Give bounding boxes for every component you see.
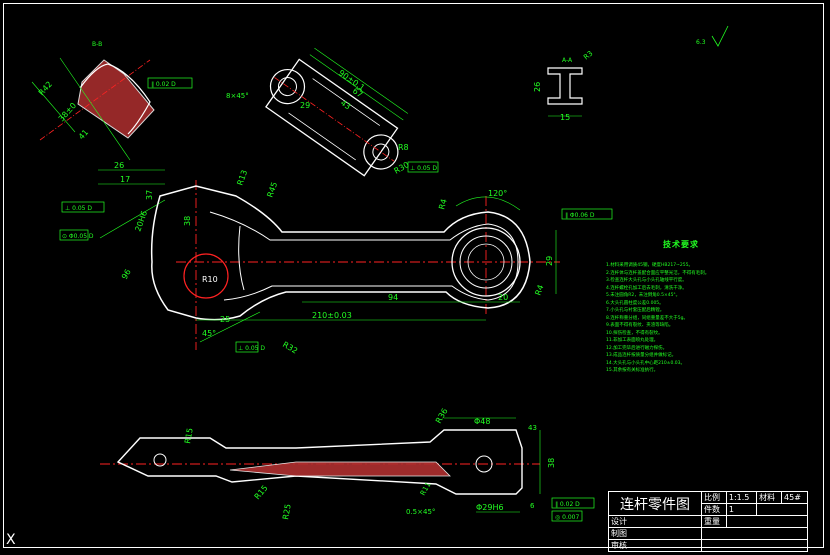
dim-17: 17 bbox=[120, 175, 130, 184]
dim-29b: 29 bbox=[300, 101, 310, 110]
quantity-value: 1 bbox=[725, 503, 758, 516]
section-label-a-a: A-A bbox=[562, 57, 573, 64]
dim-120deg: 120° bbox=[488, 189, 507, 198]
note-line: 13.成品连杆按质量分组并做标记。 bbox=[606, 353, 677, 358]
svg-text:6.3: 6.3 bbox=[696, 39, 706, 46]
material-label: 材料 bbox=[756, 491, 783, 504]
dim-45deg: 45° bbox=[202, 329, 216, 338]
note-line: 8.连杆称重分组，同组重量差不大于5g。 bbox=[606, 315, 689, 321]
dim-29: 29 bbox=[545, 256, 554, 266]
title-block: 连杆零件图 比例 1:1.5 材料 45# 件数 1 设计 重量 制图 审核 bbox=[608, 491, 809, 552]
svg-text:∥ 0.02 D: ∥ 0.02 D bbox=[555, 501, 580, 508]
dim-r4: R4 bbox=[533, 284, 545, 297]
note-line: 4.连杆螺栓孔加工后去毛刺，清洗干净。 bbox=[606, 285, 687, 291]
material-value: 45# bbox=[781, 491, 808, 504]
tolerance-frame-1: ∥ 0.02 D bbox=[147, 77, 193, 89]
note-line: 14.大头孔与小头孔中心距210±0.03。 bbox=[606, 360, 686, 366]
tolerance-frame-3: ⊙ Φ0.05 D bbox=[59, 229, 94, 241]
dim-r25: R25 bbox=[281, 503, 293, 520]
drawing-name: 连杆零件图 bbox=[608, 491, 702, 516]
dim-94: 94 bbox=[388, 293, 398, 302]
dim-r10: R10 bbox=[202, 275, 218, 284]
dim-6: 6 bbox=[530, 502, 535, 510]
ucs-icon: X bbox=[6, 532, 16, 548]
dim-15: 15 bbox=[560, 113, 570, 122]
note-line: 9.表面不得有裂纹、夹渣等缺陷。 bbox=[606, 323, 674, 328]
dim-r8: R8 bbox=[398, 143, 409, 152]
note-line: 6.大头孔圆柱度公差0.005。 bbox=[606, 300, 664, 306]
dim-38-left: 38 bbox=[183, 216, 192, 226]
note-line: 5.未注圆角R2，未注倒角0.5×45°。 bbox=[606, 293, 681, 298]
section-label-b-b: B-B bbox=[92, 41, 102, 48]
svg-text:⊥ 0.05 D: ⊥ 0.05 D bbox=[410, 165, 437, 172]
technical-requirements: 1.材料采用调质45钢，硬度HB217~255。 2.连杆体与连杆盖配合面应平整光… bbox=[606, 262, 796, 375]
dim-38-side: 38 bbox=[547, 458, 556, 468]
note-line: 2.连杆体与连杆盖配合面应平整光洁，不得有毛刺。 bbox=[606, 270, 710, 276]
dim-26: 26 bbox=[114, 161, 124, 170]
dim-25: 25 bbox=[220, 315, 230, 324]
dim-20: 20 bbox=[498, 293, 508, 302]
tolerance-frame-5: ⊥ 0.05 D bbox=[235, 341, 265, 353]
svg-text:⊙ Φ0.05 D: ⊙ Φ0.05 D bbox=[62, 233, 94, 240]
svg-text:∥ Φ0.06 D: ∥ Φ0.06 D bbox=[565, 212, 595, 219]
tolerance-frame-8: ◎ 0.007 bbox=[551, 510, 583, 522]
technical-requirements-title: 技术要求 bbox=[663, 240, 699, 249]
dim-r4-top: R4 bbox=[437, 198, 448, 211]
dim-d48: Φ48 bbox=[474, 417, 490, 426]
inclined-view: 90±0.1 67 43 29 R8 R30 8×45° ⊥ 0.05 D bbox=[226, 47, 439, 177]
quantity-label: 件数 bbox=[701, 503, 727, 516]
tolerance-frame-2: ⊥ 0.05 D bbox=[61, 201, 105, 213]
note-line: 1.材料采用调质45钢，硬度HB217~255。 bbox=[606, 263, 693, 268]
note-line: 3.检查连杆大头孔与小头孔轴线平行度。 bbox=[606, 278, 687, 283]
dim-8x45: 8×45° bbox=[226, 92, 249, 100]
note-line: 10.探伤检查，不得有裂纹。 bbox=[606, 330, 663, 336]
dim-210: 210±0.03 bbox=[312, 311, 352, 320]
svg-text:◎ 0.007: ◎ 0.007 bbox=[555, 514, 580, 521]
weight-label: 重量 bbox=[701, 515, 727, 528]
drawing-frame bbox=[3, 3, 824, 548]
svg-text:∥ 0.02 D: ∥ 0.02 D bbox=[151, 81, 176, 88]
svg-text:⊥ 0.05 D: ⊥ 0.05 D bbox=[238, 345, 265, 352]
dim-37: 37 bbox=[145, 190, 154, 200]
note-line: 15.其余按有关标准执行。 bbox=[606, 368, 659, 373]
dim-d29h: Φ29H6 bbox=[476, 503, 504, 512]
svg-text:⊥ 0.05 D: ⊥ 0.05 D bbox=[65, 205, 92, 212]
dim-26b: 26 bbox=[533, 82, 542, 92]
tolerance-frame-4: ∥ Φ0.06 D bbox=[561, 208, 613, 220]
note-line: 11.非加工表面喷丸处理。 bbox=[606, 338, 659, 343]
dim-r15-b: R15 bbox=[183, 427, 195, 444]
checker-label: 审核 bbox=[608, 539, 702, 552]
tolerance-frame-7: ∥ 0.02 D bbox=[551, 497, 595, 509]
drafter-label: 制图 bbox=[608, 527, 702, 540]
roughness-symbol: 6.3 bbox=[696, 25, 729, 47]
dim-05x45: 0.5×45° bbox=[406, 508, 435, 516]
note-line: 7.小头孔与衬套压配后精镗。 bbox=[606, 308, 665, 313]
dim-43b: 43 bbox=[528, 424, 537, 432]
designer-label: 设计 bbox=[608, 515, 702, 528]
note-line: 12.加工完毕后进行磁力探伤。 bbox=[606, 345, 668, 351]
tolerance-frame-6: ⊥ 0.05 D bbox=[407, 161, 439, 173]
scale-label: 比例 bbox=[701, 491, 727, 504]
scale-value: 1:1.5 bbox=[725, 491, 758, 504]
dim-96: 96 bbox=[120, 268, 133, 281]
